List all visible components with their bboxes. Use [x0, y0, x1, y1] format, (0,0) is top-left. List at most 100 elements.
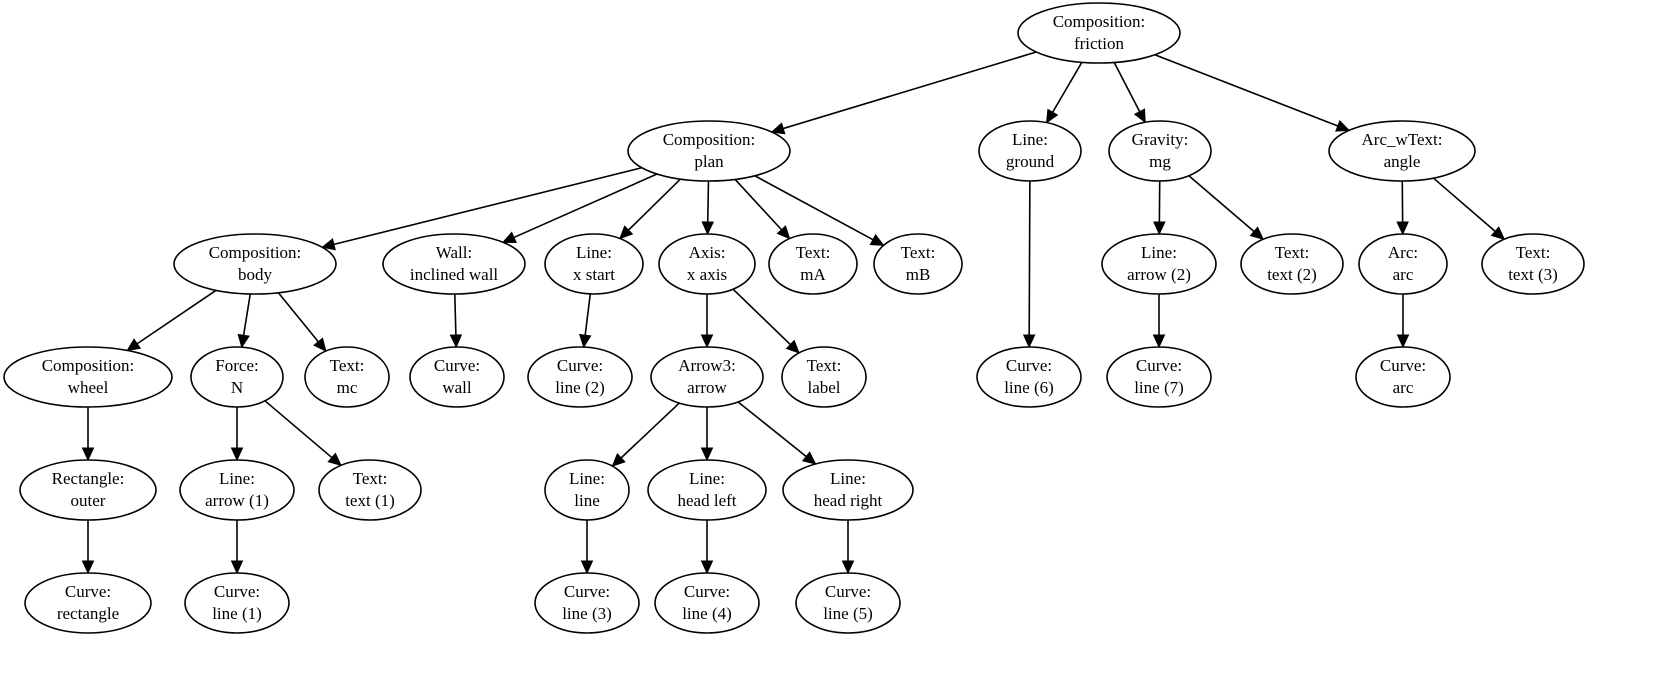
graph-node-friction[interactable]: Composition:friction — [1017, 2, 1181, 64]
graph-node-mA[interactable]: Text:mA — [768, 233, 858, 295]
node-ellipse[interactable] — [1108, 120, 1212, 182]
graph-node-arrow3[interactable]: Arrow3:arrow — [650, 346, 764, 408]
edge-mg-to-text2 — [1188, 175, 1265, 241]
node-ellipse[interactable] — [1358, 233, 1448, 295]
graph-node-line1[interactable]: Curve:line (1) — [184, 572, 290, 634]
graph-node-headright[interactable]: Line:head right — [782, 459, 914, 521]
edge-line — [277, 292, 319, 343]
graph-node-arrow1[interactable]: Line:arrow (1) — [179, 459, 295, 521]
edge-wheel-to-outer — [81, 407, 95, 462]
arrowhead-icon — [237, 333, 250, 349]
node-ellipse[interactable] — [782, 459, 914, 521]
arrowhead-icon — [785, 339, 800, 354]
node-ellipse[interactable] — [1240, 233, 1344, 295]
graph-node-mg[interactable]: Gravity:mg — [1108, 120, 1212, 182]
node-ellipse[interactable] — [781, 346, 867, 408]
graph-node-mc[interactable]: Text:mc — [304, 346, 390, 408]
node-ellipse[interactable] — [190, 346, 284, 408]
node-ellipse[interactable] — [978, 120, 1082, 182]
graph-node-text2[interactable]: Text:text (2) — [1240, 233, 1344, 295]
node-ellipse[interactable] — [650, 346, 764, 408]
arrowhead-icon — [1022, 334, 1036, 349]
node-ellipse[interactable] — [1328, 120, 1476, 182]
graph-node-arc[interactable]: Arc:arc — [1358, 233, 1448, 295]
graph-node-arcCurve[interactable]: Curve:arc — [1355, 346, 1451, 408]
edge-line — [242, 293, 252, 336]
graph-node-line4[interactable]: Curve:line (4) — [654, 572, 760, 634]
node-ellipse[interactable] — [382, 233, 526, 295]
graph-node-inclinedwall[interactable]: Wall:inclined wall — [382, 233, 526, 295]
graph-node-forceN[interactable]: Force:N — [190, 346, 284, 408]
node-ellipse[interactable] — [179, 459, 295, 521]
node-label-name: outer — [71, 491, 106, 510]
node-label-type: Rectangle: — [52, 469, 125, 488]
graph-node-mB[interactable]: Text:mB — [873, 233, 963, 295]
arrowhead-icon — [869, 233, 885, 246]
node-label-type: Text: — [901, 243, 936, 262]
node-label-type: Curve: — [564, 582, 610, 601]
graph-node-label[interactable]: Text:label — [781, 346, 867, 408]
graph-node-plan[interactable]: Composition:plan — [627, 120, 791, 182]
node-ellipse[interactable] — [304, 346, 390, 408]
edge-xaxis-to-arrow3 — [700, 294, 714, 349]
graph-node-ground[interactable]: Line:ground — [978, 120, 1082, 182]
node-ellipse[interactable] — [627, 120, 791, 182]
edge-arc-to-arcCurve — [1396, 294, 1410, 349]
graph-node-xstart[interactable]: Line:x start — [544, 233, 644, 295]
node-ellipse[interactable] — [527, 346, 633, 408]
graph-node-line5[interactable]: Curve:line (5) — [795, 572, 901, 634]
node-ellipse[interactable] — [873, 233, 963, 295]
graph-node-wall[interactable]: Curve:wall — [409, 346, 505, 408]
node-ellipse[interactable] — [1355, 346, 1451, 408]
graph-node-arrow2[interactable]: Line:arrow (2) — [1101, 233, 1217, 295]
edge-friction-to-angle — [1154, 53, 1351, 132]
node-ellipse[interactable] — [19, 459, 157, 521]
node-ellipse[interactable] — [544, 459, 630, 521]
node-label-name: arc — [1393, 265, 1414, 284]
node-ellipse[interactable] — [654, 572, 760, 634]
node-ellipse[interactable] — [184, 572, 290, 634]
graph-node-line2[interactable]: Curve:line (2) — [527, 346, 633, 408]
arrowhead-icon — [230, 560, 244, 575]
graph-node-wheel[interactable]: Composition:wheel — [3, 346, 173, 408]
node-ellipse[interactable] — [658, 233, 756, 295]
graph-node-rectangle[interactable]: Curve:rectangle — [24, 572, 152, 634]
graph-node-line3[interactable]: Curve:line (3) — [534, 572, 640, 634]
graph-node-xaxis[interactable]: Axis:x axis — [658, 233, 756, 295]
graph-node-angle[interactable]: Arc_wText:angle — [1328, 120, 1476, 182]
node-ellipse[interactable] — [1481, 233, 1585, 295]
node-ellipse[interactable] — [795, 572, 901, 634]
node-ellipse[interactable] — [768, 233, 858, 295]
edge-forceN-to-arrow1 — [230, 407, 244, 462]
node-ellipse[interactable] — [1101, 233, 1217, 295]
arrowhead-icon — [81, 560, 95, 575]
graph-node-headleft[interactable]: Line:head left — [647, 459, 767, 521]
node-ellipse[interactable] — [1017, 2, 1181, 64]
node-ellipse[interactable] — [409, 346, 505, 408]
graph-node-line7[interactable]: Curve:line (7) — [1106, 346, 1212, 408]
node-ellipse[interactable] — [173, 233, 337, 295]
node-ellipse[interactable] — [318, 459, 422, 521]
graph-node-outer[interactable]: Rectangle: outer — [19, 459, 157, 521]
graph-node-line6[interactable]: Curve:line (6) — [976, 346, 1082, 408]
graph-node-lineN[interactable]: Line:line — [544, 459, 630, 521]
graph-node-text1[interactable]: Text:text (1) — [318, 459, 422, 521]
node-ellipse[interactable] — [976, 346, 1082, 408]
edge-plan-to-mA — [734, 178, 791, 240]
node-label-type: Arc_wText: — [1362, 130, 1443, 149]
node-label-type: Text: — [1275, 243, 1310, 262]
graph-node-body[interactable]: Composition:body — [173, 233, 337, 295]
edge-body-to-mc — [277, 292, 327, 353]
arrowhead-icon — [611, 452, 626, 467]
node-ellipse[interactable] — [24, 572, 152, 634]
node-label-type: Text: — [796, 243, 831, 262]
node-ellipse[interactable] — [534, 572, 640, 634]
edge-friction-to-plan — [770, 51, 1037, 135]
node-label-name: ground — [1006, 152, 1055, 171]
node-ellipse[interactable] — [1106, 346, 1212, 408]
node-label-name: N — [231, 378, 243, 397]
node-ellipse[interactable] — [647, 459, 767, 521]
graph-node-text3[interactable]: Text:text (3) — [1481, 233, 1585, 295]
node-ellipse[interactable] — [544, 233, 644, 295]
node-ellipse[interactable] — [3, 346, 173, 408]
